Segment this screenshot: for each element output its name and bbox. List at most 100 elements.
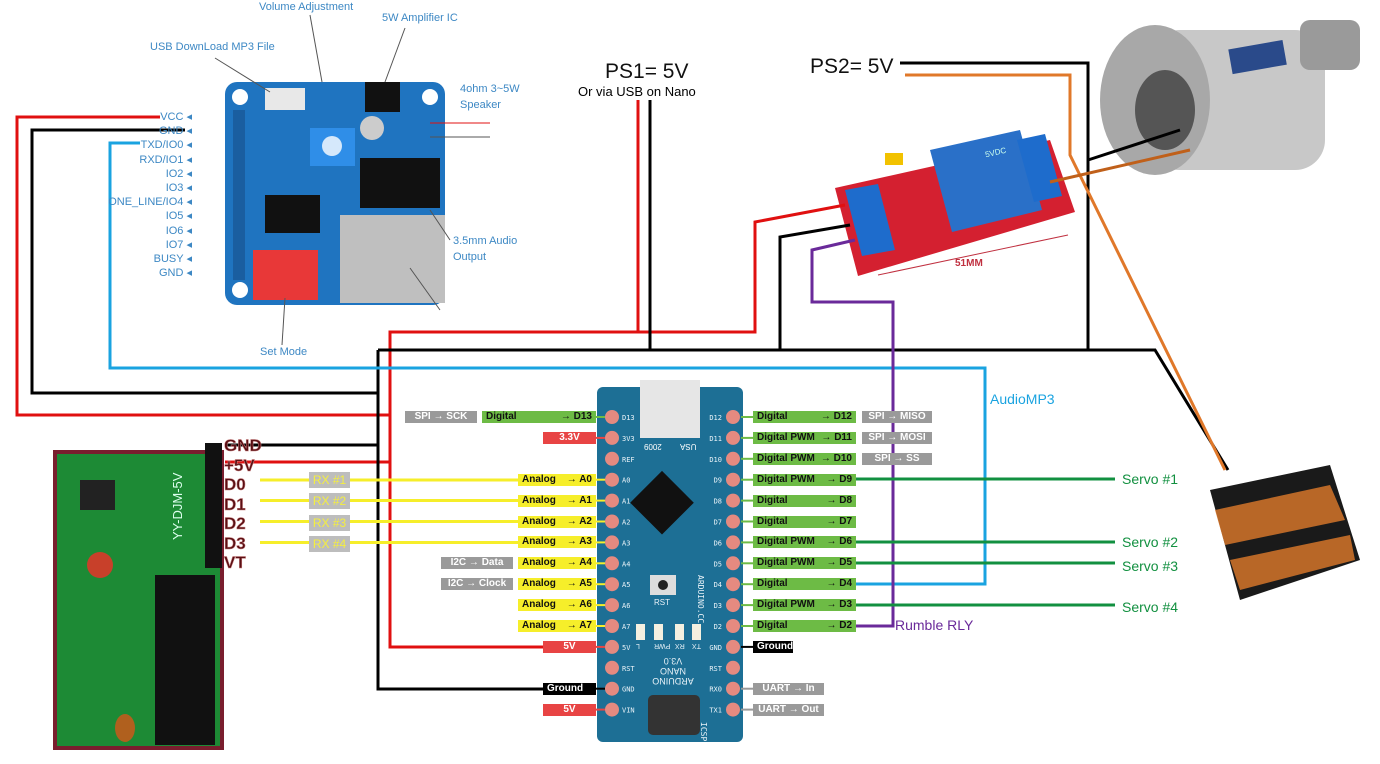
relay-ground-wire: [778, 223, 851, 350]
nano-model-line3: V3.0: [663, 656, 683, 666]
mp3-pin-name: IO3: [165, 182, 184, 194]
nano-pin: [726, 598, 740, 613]
icsp-header: [648, 695, 700, 735]
mp3-pin-name: VCC: [160, 111, 184, 123]
rf-pin-label: D0: [224, 475, 246, 494]
nano-usa-text: USA: [680, 442, 697, 451]
mp3-pin-name: IO7: [165, 238, 184, 251]
pin-number: → A2: [566, 515, 592, 527]
nano-pin-label-d12: SPI → MISO: [862, 411, 932, 423]
nano-pin-label-tx1: UART → Out: [753, 703, 824, 716]
nano-pin: [605, 514, 619, 529]
nano-pin-silk: GND: [709, 644, 722, 652]
ps2-power-wire: [905, 73, 1227, 471]
nano-pin-silk: D13: [622, 414, 635, 422]
pin-function: Analog: [522, 620, 556, 631]
nano-pin-label-a0: Analog → A0: [518, 473, 596, 486]
status-led: [654, 624, 663, 640]
pin-function: SPI → SCK: [414, 411, 468, 422]
nano-pin-label-d7: Digital→ D7: [753, 515, 856, 528]
mp3-pin-label: IO2 ◂: [82, 167, 192, 180]
nano-pin: [726, 702, 740, 717]
pin-number: → A0: [566, 473, 592, 485]
pin-function: Analog: [522, 473, 556, 485]
pin-number: → D6: [826, 536, 852, 548]
audio-mp3-wire: [108, 141, 987, 586]
pin-number: → D10: [820, 452, 852, 464]
audio-mp3-wire-label: AudioMP3: [990, 391, 1055, 407]
nano-pin-label-d6: Digital PWM→ D6: [753, 536, 856, 549]
rx-tag: RX #4: [309, 535, 350, 552]
nano-pin-silk: RST: [709, 665, 722, 673]
status-led: [675, 624, 684, 640]
mp3-pin-label: RXD/IO1 ◂: [82, 153, 192, 166]
ps1-power-wire: [388, 100, 640, 649]
nano-pin: [605, 451, 619, 466]
mp3-pin-label: BUSY ◂: [82, 252, 192, 265]
nano-pin-silk: D11: [709, 435, 722, 443]
audio-jack: [360, 158, 440, 208]
pin-function: Digital PWM: [757, 557, 815, 569]
nano-pin-silk: D12: [709, 414, 722, 422]
nano-pin: [605, 535, 619, 550]
arrow-left-icon: ◂: [183, 267, 192, 280]
led-label: RX: [675, 642, 685, 649]
servo-2-label: Servo #2: [1122, 534, 1179, 550]
nano-pin-label-d3: Digital PWM→ D3: [753, 599, 856, 612]
pin-number: → D4: [826, 578, 852, 590]
pin-number: → D11: [821, 431, 852, 443]
pin-number: → D12: [820, 411, 852, 422]
nano-pin-label-d11: SPI → MOSI: [862, 431, 932, 444]
nano-pin-label-d10: SPI → SS: [862, 452, 932, 465]
pin-function: Digital: [486, 411, 517, 422]
nano-pin-silk: A3: [622, 539, 630, 547]
arrow-left-icon: ◂: [183, 238, 192, 251]
motor-ground-wire: [1087, 128, 1181, 162]
nano-pin: [726, 514, 740, 529]
pin-number: → D2: [826, 620, 852, 631]
pin-function: I2C → Clock: [447, 578, 507, 590]
nano-pin-silk: RST: [622, 665, 635, 673]
usb-port: [265, 88, 305, 110]
nano-pin-label-d13: SPI → SCK: [405, 411, 477, 423]
rumble-relay-wire: [810, 238, 895, 628]
pin-function: 3.3V: [559, 431, 580, 443]
pin-number: → A3: [566, 536, 592, 548]
speaker-callout-2: Speaker: [460, 99, 501, 111]
nano-pin-silk: VIN: [622, 707, 635, 715]
relay-dimension: 51MM: [955, 258, 983, 269]
nano-pin-label-d8: Digital→ D8: [753, 494, 856, 507]
mp3-pin-name: TXD/IO0: [140, 139, 184, 152]
nano-pin-label-d5: Digital PWM→ D5: [753, 557, 856, 570]
nano-model-text: ARDUINO NANO V3.0: [648, 656, 698, 686]
relay-vcc-wire: [638, 203, 846, 334]
status-led: [692, 624, 701, 640]
led-label: TX: [692, 642, 701, 649]
pin-function: Ground: [757, 640, 794, 652]
nano-pin: [605, 493, 619, 508]
arrow-left-icon: ◂: [183, 111, 192, 123]
nano-pin: [726, 639, 740, 654]
pin-number: → A1: [566, 494, 592, 506]
nano-pin-silk: D9: [714, 477, 722, 485]
mp3-pin-label: IO6 ◂: [82, 224, 192, 237]
nano-pin-label-gnd: Ground: [543, 682, 596, 695]
ps1-note: Or via USB on Nano: [578, 84, 696, 99]
nano-pin: [726, 493, 740, 508]
pin-function: Digital PWM: [757, 431, 815, 443]
dc-motor: [1100, 20, 1360, 175]
pin-function: 5V: [563, 640, 576, 652]
pin-function: Analog: [522, 599, 556, 611]
nano-pin: [605, 660, 619, 675]
nano-pin-label-a2: Analog → A2: [518, 515, 596, 528]
nano-pin-label-5v: 5V: [543, 640, 596, 653]
mp3-pin-name: IO5: [165, 210, 184, 223]
nano-pin-silk: D8: [714, 498, 722, 506]
rx-tag: RX #2: [309, 493, 350, 510]
nano-site-text: ARDUINO.CC: [696, 575, 705, 624]
mp3-pin-name: RXD/IO1: [139, 153, 184, 166]
pin-number: → A7: [566, 620, 592, 631]
pin-function: Analog: [522, 515, 556, 527]
nano-year-text: 2009: [644, 442, 662, 451]
mp3-pin-label: GND ◂: [82, 124, 192, 137]
